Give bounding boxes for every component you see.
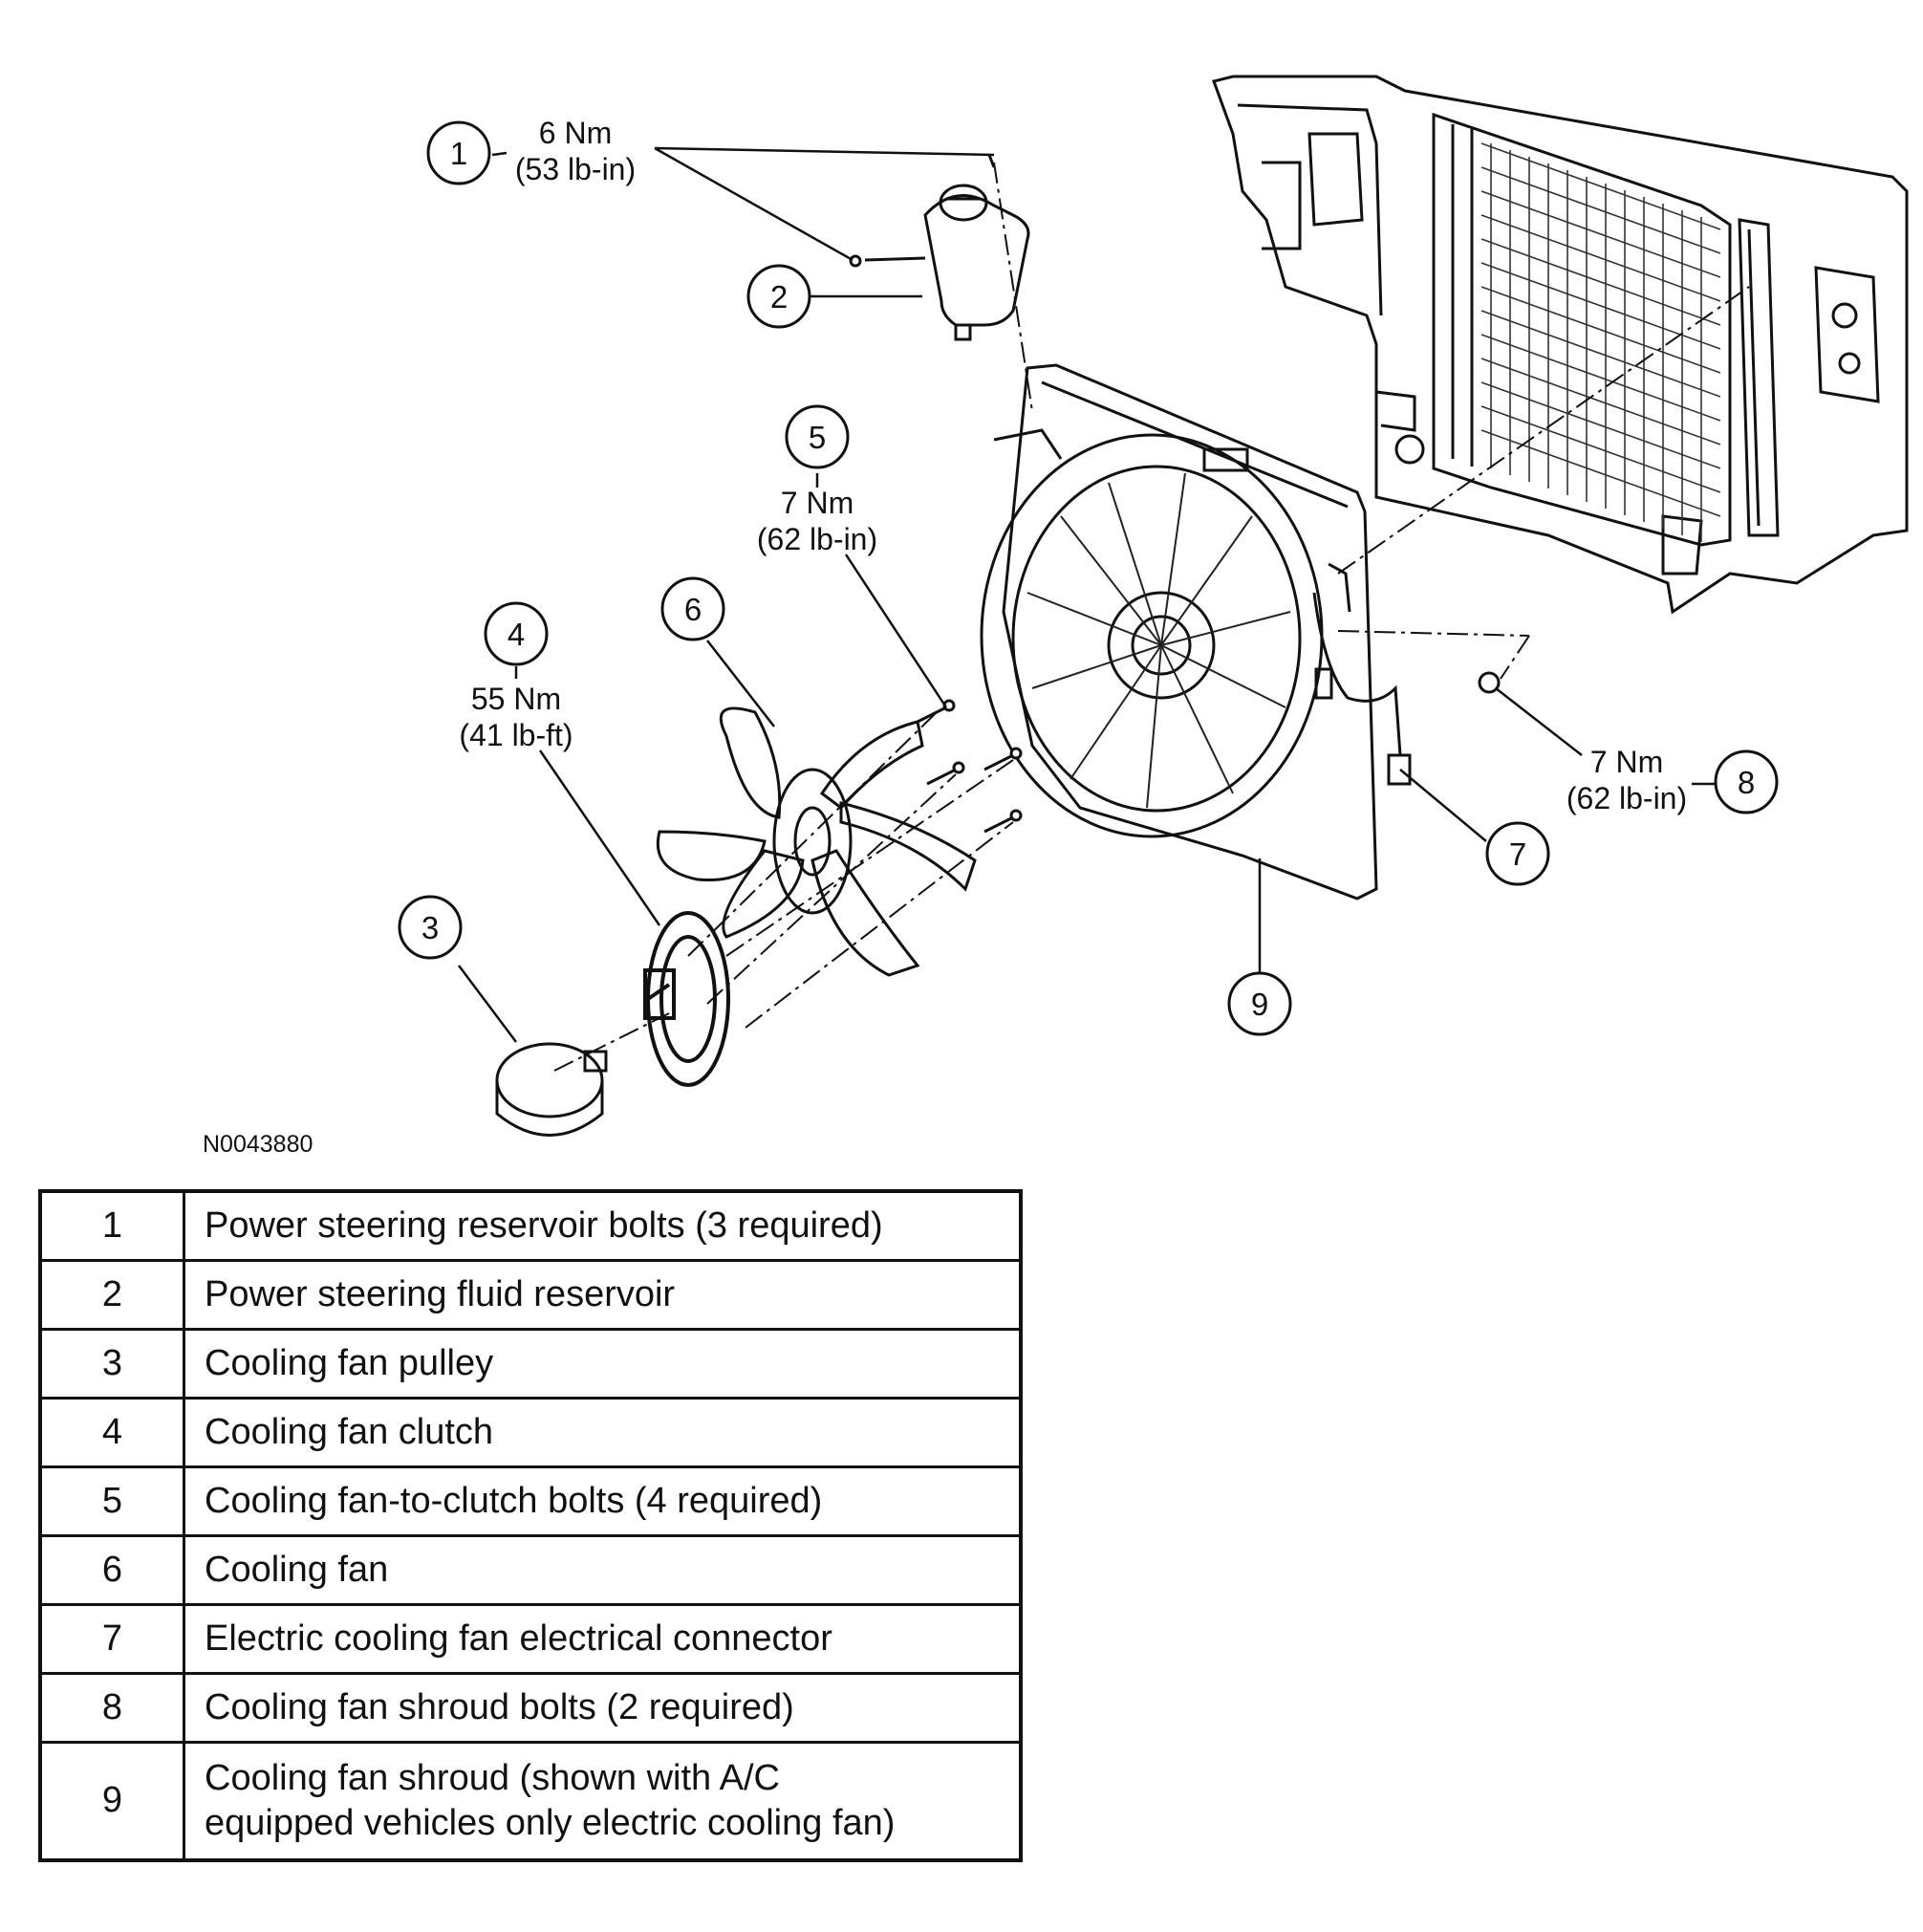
figure-id: N0043880	[203, 1131, 313, 1158]
assembly-centerlines	[553, 162, 1750, 1072]
radiator-support-drawing	[1212, 75, 1909, 615]
svg-text:8: 8	[1738, 765, 1755, 800]
svg-text:5: 5	[809, 420, 826, 455]
svg-text:4: 4	[508, 617, 525, 652]
legend-number: 7	[38, 1603, 185, 1675]
table-row: 3 Cooling fan pulley	[38, 1328, 1023, 1400]
shroud-bolt-icon	[1478, 671, 1501, 694]
callout-5-torque-nm: 7 Nm	[781, 486, 853, 520]
table-row: 6 Cooling fan	[38, 1534, 1023, 1606]
legend-number: 5	[38, 1465, 185, 1537]
legend-description: Cooling fan-to-clutch bolts (4 required)	[183, 1465, 1023, 1537]
table-row: 7 Electric cooling fan electrical connec…	[38, 1603, 1023, 1675]
legend-description: Cooling fan	[183, 1534, 1023, 1606]
power-steering-reservoir-drawing	[849, 154, 1030, 341]
legend-number: 9	[38, 1741, 185, 1862]
svg-text:7: 7	[1509, 836, 1526, 872]
svg-text:6: 6	[684, 592, 702, 627]
legend-description-line: Cooling fan shroud (shown with A/C	[205, 1757, 780, 1798]
legend-number: 1	[38, 1189, 185, 1262]
legend-description-line: equipped vehicles only electric cooling …	[205, 1803, 896, 1843]
fan-pulley-drawing	[495, 1042, 608, 1137]
callout-1: 1	[426, 120, 491, 185]
table-row: 9 Cooling fan shroud (shown with A/C equ…	[38, 1741, 1023, 1862]
svg-text:9: 9	[1251, 987, 1268, 1022]
fan-shroud-drawing	[980, 363, 1378, 901]
legend-number: 8	[38, 1672, 185, 1744]
callout-9: 9	[1227, 971, 1292, 1036]
fan-to-clutch-bolts	[917, 699, 1023, 834]
table-row: 4 Cooling fan clutch	[38, 1397, 1023, 1468]
callout-5-torque-imperial: (62 lb-in)	[757, 522, 877, 556]
electric-fan-blades	[1026, 472, 1291, 809]
legend-description: Cooling fan clutch	[183, 1397, 1023, 1468]
leader-lines	[458, 146, 1716, 1043]
callout-4-torque-nm: 55 Nm	[471, 682, 561, 716]
legend-number: 4	[38, 1397, 185, 1468]
callout-5: 5	[785, 404, 850, 469]
exploded-view-diagram: 1 6 Nm (53 lb-in) 2 3 4 55 Nm (41 lb-ft)…	[203, 75, 1909, 1158]
connector-harness-drawing	[1312, 562, 1412, 786]
callout-8-torque-nm: 7 Nm	[1590, 745, 1663, 779]
callout-3: 3	[398, 895, 463, 960]
legend-description: Cooling fan pulley	[183, 1328, 1023, 1400]
callout-1-torque-nm: 6 Nm	[539, 116, 612, 150]
legend-description: Power steering reservoir bolts (3 requir…	[183, 1189, 1023, 1262]
callout-6: 6	[660, 576, 725, 641]
legend-number: 3	[38, 1328, 185, 1400]
component-legend-table: 1 Power steering reservoir bolts (3 requ…	[38, 1189, 1023, 1862]
table-row: 2 Power steering fluid reservoir	[38, 1259, 1023, 1331]
svg-text:2: 2	[770, 279, 788, 315]
legend-number: 2	[38, 1259, 185, 1331]
legend-description: Cooling fan shroud bolts (2 required)	[183, 1672, 1023, 1744]
callout-7: 7	[1485, 821, 1550, 886]
callout-8: 8	[1714, 749, 1779, 814]
legend-description: Cooling fan shroud (shown with A/C equip…	[183, 1741, 1023, 1862]
svg-text:1: 1	[450, 136, 467, 171]
fan-clutch-drawing	[643, 911, 730, 1087]
svg-text:3: 3	[421, 910, 439, 945]
table-row: 8 Cooling fan shroud bolts (2 required)	[38, 1672, 1023, 1744]
radiator-core-fins	[1480, 142, 1721, 542]
legend-description: Electric cooling fan electrical connecto…	[183, 1603, 1023, 1675]
callout-8-torque-imperial: (62 lb-in)	[1566, 781, 1687, 815]
cooling-fan-drawing	[656, 706, 977, 977]
callout-2: 2	[746, 264, 811, 329]
callout-1-torque-imperial: (53 lb-in)	[515, 152, 636, 186]
table-row: 1 Power steering reservoir bolts (3 requ…	[38, 1189, 1023, 1262]
callout-4: 4	[484, 601, 549, 666]
legend-number: 6	[38, 1534, 185, 1606]
callout-4-torque-imperial: (41 lb-ft)	[459, 718, 573, 752]
table-row: 5 Cooling fan-to-clutch bolts (4 require…	[38, 1465, 1023, 1537]
legend-description: Power steering fluid reservoir	[183, 1259, 1023, 1331]
